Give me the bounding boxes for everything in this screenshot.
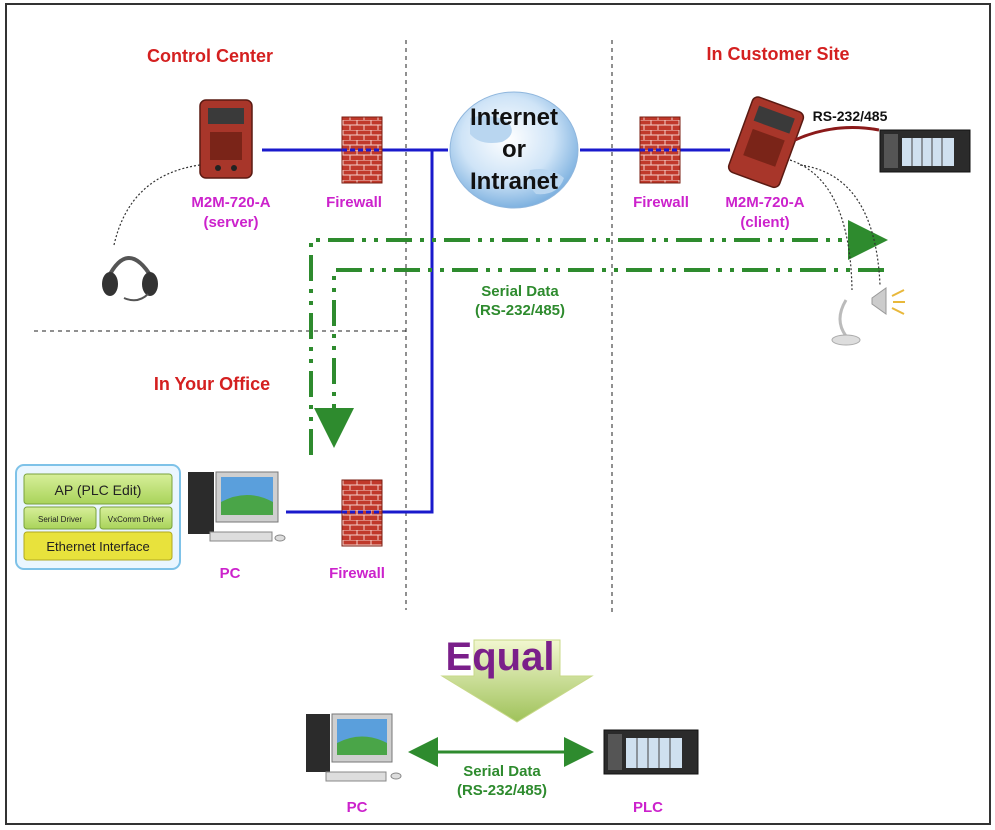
stack-vxcomm-driver-label: VxComm Driver xyxy=(108,515,165,524)
firewall-label-3: Firewall xyxy=(329,565,385,582)
zone-title-customer-site: In Customer Site xyxy=(706,44,849,64)
rs-cable xyxy=(794,126,880,142)
internet-label: Internet xyxy=(470,104,558,131)
firewall-label-1: Firewall xyxy=(326,194,382,211)
speaker-icon xyxy=(871,287,905,315)
software-stack xyxy=(15,464,181,570)
stack-ethernet-label: Ethernet Interface xyxy=(46,539,149,554)
pc-label: PC xyxy=(220,565,241,582)
mic-cable xyxy=(789,159,853,291)
pc-icon xyxy=(188,471,286,542)
firewall-label-2: Firewall xyxy=(633,194,689,211)
serial-bottom-label-1: Serial Data xyxy=(463,763,541,780)
intranet-label: Intranet xyxy=(470,168,558,195)
zone-title-your-office: In Your Office xyxy=(154,374,270,394)
client-role-label: (client) xyxy=(740,214,789,231)
plc-icon xyxy=(879,129,971,173)
network-through-firewalls xyxy=(342,148,680,514)
headset-icon xyxy=(102,256,158,302)
stack-ap-label: AP (PLC Edit) xyxy=(55,482,142,498)
pc-icon xyxy=(306,713,402,782)
m2m-device-icon xyxy=(199,99,253,179)
rs-port-label: RS-232/485 xyxy=(813,108,888,124)
plc-icon xyxy=(603,729,699,775)
pc-bottom-label: PC xyxy=(347,799,368,816)
equal-label: Equal xyxy=(446,635,555,679)
down-arrow-icon xyxy=(440,639,594,723)
serial-data-label-2: (RS-232/485) xyxy=(475,302,565,319)
server-role-label: (server) xyxy=(203,214,258,231)
microphone-icon xyxy=(831,299,861,346)
client-name-label: M2M-720-A xyxy=(725,194,804,211)
globe-icon xyxy=(449,91,579,209)
serial-bottom-label-2: (RS-232/485) xyxy=(457,782,547,799)
speaker-cable xyxy=(799,164,881,286)
m2m-device-icon xyxy=(727,96,805,189)
stack-serial-driver-label: Serial Driver xyxy=(38,515,82,524)
serial-data-label-1: Serial Data xyxy=(481,283,559,300)
plc-bottom-label: PLC xyxy=(633,799,663,816)
serial-data-path xyxy=(309,220,888,455)
zone-title-control-center: Control Center xyxy=(147,46,273,66)
server-name-label: M2M-720-A xyxy=(191,194,270,211)
or-label: or xyxy=(502,136,526,163)
